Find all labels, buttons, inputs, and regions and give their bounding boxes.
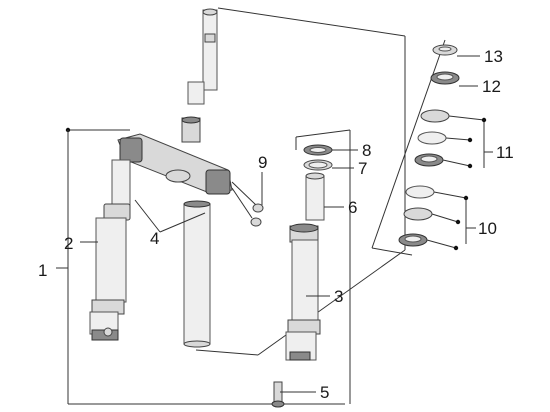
callout-2: 2 (64, 234, 73, 253)
assembly-1-frame (56, 127, 345, 405)
fork-leg-left (89, 159, 131, 341)
callout-labels: 1 2 3 4 5 6 7 8 9 10 11 12 13 (38, 47, 514, 402)
callout-3: 3 (334, 287, 343, 306)
steering-tube (181, 8, 218, 143)
callout-11: 11 (496, 143, 514, 162)
steering-frame (195, 7, 406, 356)
leader-lines (80, 55, 493, 393)
callout-12: 12 (482, 77, 501, 96)
clamp-bolts (250, 203, 264, 227)
callout-13: 13 (484, 47, 503, 66)
bearing-stack-upper (414, 44, 460, 167)
bearing-stack-lower (398, 185, 435, 247)
spacer-tube (305, 172, 325, 221)
seals-7-8 (303, 144, 333, 171)
bottom-bolt (271, 381, 285, 408)
fork-crown (117, 133, 257, 219)
callout-9: 9 (258, 153, 267, 172)
callout-7: 7 (358, 159, 367, 178)
callout-6: 6 (348, 198, 357, 217)
callout-10: 10 (478, 219, 497, 238)
callout-8: 8 (362, 141, 371, 160)
fork-leg-frame (295, 129, 351, 404)
fork-leg-right (285, 223, 321, 361)
bearing-frame (371, 39, 446, 256)
callout-5: 5 (320, 383, 329, 402)
callout-4: 4 (150, 229, 159, 248)
inner-tube (183, 200, 211, 348)
callout-1: 1 (38, 261, 47, 280)
